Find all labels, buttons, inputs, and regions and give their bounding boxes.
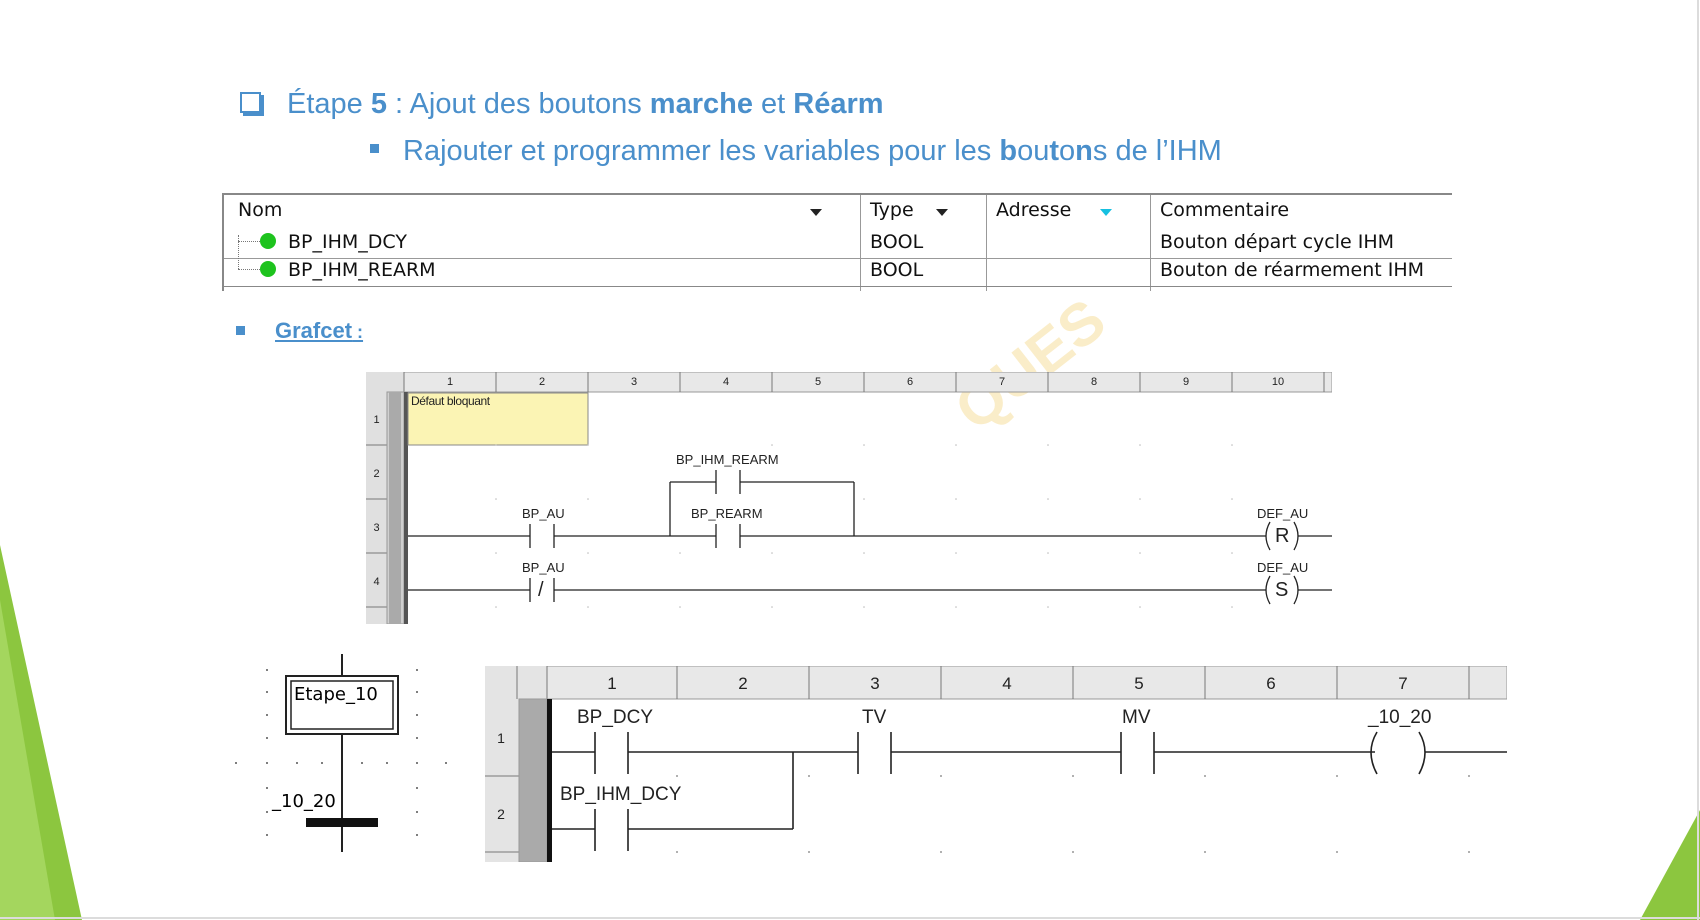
coil-reset-symbol: R bbox=[1275, 525, 1290, 547]
ladder2-column-2: 2 bbox=[738, 674, 748, 693]
table-row[interactable]: BP_IHM_DCY bbox=[260, 229, 407, 256]
heading-rearm: Réarm bbox=[793, 88, 884, 120]
contact-bp-dcy[interactable]: BP_DCY bbox=[577, 707, 654, 728]
column-header-address[interactable]: Adresse bbox=[996, 199, 1072, 221]
contact-bp-au[interactable]: BP_AU bbox=[522, 506, 565, 521]
coil-reset-label[interactable]: DEF_AU bbox=[1257, 506, 1309, 521]
variables-table: Nom Type Adresse Commentaire BP_IHM_DCY … bbox=[222, 193, 1452, 291]
subheading-part2: ou bbox=[1017, 135, 1050, 167]
ladder2-row-2: 2 bbox=[497, 806, 505, 822]
column-header-type[interactable]: Type bbox=[870, 199, 914, 221]
ladder2-column-6: 6 bbox=[1266, 674, 1276, 693]
ladder1-column-1: 1 bbox=[446, 376, 454, 388]
step-name[interactable]: Etape_10 bbox=[294, 684, 378, 705]
contact-bp-rearm[interactable]: BP_REARM bbox=[691, 506, 763, 521]
ladder1-column-2: 2 bbox=[538, 376, 546, 388]
nc-slash-icon: / bbox=[538, 579, 544, 601]
variable-status-icon bbox=[260, 232, 276, 249]
variable-comment: Bouton départ cycle IHM bbox=[1160, 231, 1395, 253]
ladder2-column-3: 3 bbox=[870, 674, 880, 693]
ladder1-row-3: 3 bbox=[373, 522, 380, 534]
coil-10-20[interactable]: _10_20 bbox=[1368, 707, 1432, 728]
step-heading: Étape 5 : Ajout des boutons marche et Ré… bbox=[240, 88, 884, 121]
contact-mv[interactable]: MV bbox=[1122, 707, 1151, 728]
subheading-bold-b: b bbox=[999, 135, 1018, 167]
grafcet-link[interactable]: Grafcet : bbox=[236, 318, 363, 344]
grafcet-canvas bbox=[235, 654, 447, 852]
contact-bp-ihm-dcy[interactable]: BP_IHM_DCY bbox=[560, 784, 682, 805]
heading-step-number: 5 bbox=[370, 88, 387, 120]
ladder2-column-7: 7 bbox=[1398, 674, 1408, 693]
comment-box[interactable]: Défaut bloquant bbox=[411, 394, 490, 408]
grafcet-step-diagram: Etape_10 _10_20 bbox=[232, 652, 454, 857]
ladder1-row-4: 4 bbox=[373, 576, 380, 588]
subheading-part1: Rajouter et programmer les variables pou… bbox=[403, 135, 1000, 167]
subheading: Rajouter et programmer les variables pou… bbox=[370, 135, 1222, 168]
ladder1-row-2: 2 bbox=[373, 468, 380, 480]
contact-bp-ihm-rearm[interactable]: BP_IHM_REARM bbox=[676, 452, 779, 467]
ladder1-column-6: 6 bbox=[906, 376, 914, 388]
subheading-part3: o bbox=[1059, 135, 1076, 167]
ladder1-column-9: 9 bbox=[1182, 376, 1190, 388]
ladder1-column-10: 10 bbox=[1271, 376, 1285, 388]
subheading-bold-n: n bbox=[1075, 135, 1093, 167]
table-row[interactable]: BP_IHM_REARM bbox=[260, 257, 436, 284]
column-header-comment[interactable]: Commentaire bbox=[1160, 199, 1290, 221]
variable-status-icon bbox=[260, 260, 276, 277]
ladder-diagram-2: 1 2 3 4 5 6 7 1 2 BP_DCY BP_IHM_DCY TV M… bbox=[485, 666, 1507, 862]
square-bullet-icon bbox=[370, 143, 379, 153]
type-dropdown-icon[interactable] bbox=[936, 195, 948, 225]
ladder1-column-3: 3 bbox=[630, 376, 638, 388]
variable-type: BOOL bbox=[870, 231, 924, 253]
filter-icon[interactable] bbox=[1100, 195, 1112, 225]
ladder2-column-1: 1 bbox=[607, 674, 617, 693]
variable-name: BP_IHM_DCY bbox=[288, 231, 407, 253]
heading-marche: marche bbox=[649, 88, 753, 120]
contact-tv[interactable]: TV bbox=[862, 707, 887, 728]
ladder2-row-1: 1 bbox=[497, 730, 505, 746]
variable-type: BOOL bbox=[870, 259, 924, 281]
ladder1-column-8: 8 bbox=[1090, 376, 1098, 388]
ladder1-column-7: 7 bbox=[998, 376, 1006, 388]
variable-comment: Bouton de réarmement IHM bbox=[1160, 259, 1425, 281]
ladder2-canvas bbox=[485, 666, 1507, 862]
contact-bp-au-nc[interactable]: BP_AU bbox=[522, 560, 565, 575]
coil-set-symbol: S bbox=[1275, 579, 1289, 601]
ladder1-canvas bbox=[366, 372, 1332, 624]
coil-set-label[interactable]: DEF_AU bbox=[1257, 560, 1309, 575]
transition-name[interactable]: _10_20 bbox=[272, 791, 336, 812]
subheading-bold-t: t bbox=[1049, 135, 1060, 167]
sort-dropdown-icon[interactable] bbox=[810, 195, 822, 225]
heading-middle: : Ajout des boutons bbox=[386, 88, 650, 120]
variable-name: BP_IHM_REARM bbox=[288, 259, 436, 281]
square-bullet-icon bbox=[236, 325, 245, 335]
checkbox-bullet-icon bbox=[240, 91, 261, 113]
ladder1-column-5: 5 bbox=[814, 376, 822, 388]
ladder-diagram-1: 1 2 3 4 5 6 7 8 9 10 1 2 3 4 Défaut bloq… bbox=[366, 372, 1332, 624]
subheading-part4: s de l’IHM bbox=[1092, 135, 1222, 167]
heading-and: et bbox=[752, 88, 794, 120]
heading-prefix: Étape bbox=[287, 88, 371, 120]
ladder1-row-1: 1 bbox=[373, 414, 380, 426]
grafcet-label: Grafcet bbox=[275, 318, 353, 343]
column-header-name[interactable]: Nom bbox=[238, 199, 283, 221]
grafcet-colon: : bbox=[352, 322, 364, 342]
ladder2-column-5: 5 bbox=[1134, 674, 1144, 693]
ladder1-column-4: 4 bbox=[722, 376, 730, 388]
ladder2-column-4: 4 bbox=[1002, 674, 1012, 693]
